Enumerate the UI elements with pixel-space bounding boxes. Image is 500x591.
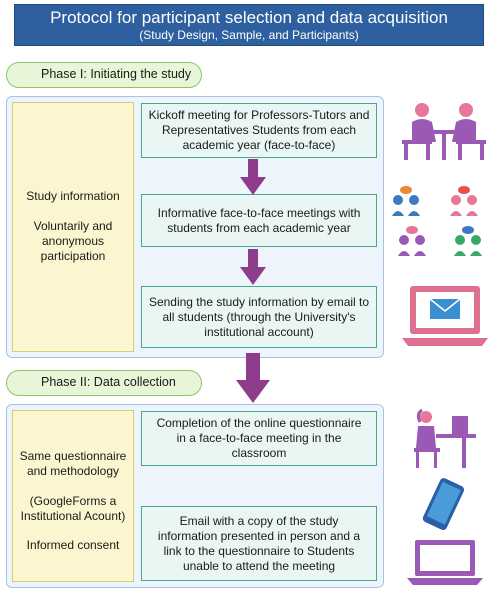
tablet-icon — [422, 478, 465, 531]
phase-2-step-1: Completion of the online questionnaire i… — [141, 411, 377, 466]
group-discussion-icon — [392, 186, 482, 256]
arrow-down-icon — [240, 159, 266, 195]
phase-2-step-2: Email with a copy of the study informati… — [141, 506, 377, 581]
arrow-down-icon — [236, 353, 270, 403]
arrow-down-icon — [240, 249, 266, 285]
meeting-people-icon — [402, 103, 486, 160]
phase-1-info-line-2: Voluntarily and anonymous participation — [33, 219, 113, 263]
phase-1-step-3-text: Sending the study information by email t… — [148, 294, 370, 339]
title-banner: Protocol for participant selection and d… — [14, 4, 484, 46]
page-title: Protocol for participant selection and d… — [50, 8, 448, 27]
phase-2-step-1-text: Completion of the online questionnaire i… — [156, 416, 362, 460]
phase-1-info: Study information Voluntarily and anonym… — [12, 102, 134, 352]
phase-2-step-2-text: Email with a copy of the study informati… — [157, 513, 361, 573]
phase-1-step-2-text: Informative face-to-face meetings with s… — [157, 205, 361, 235]
phase-1-info-line-1: Study information — [26, 189, 120, 203]
phase-2-info-line-2: (GoogleForms a Institutional Acount) — [20, 494, 126, 523]
phase-1-label: Phase I: Initiating the study — [6, 62, 202, 88]
phase-2-info-line-3: Informed consent — [26, 538, 120, 552]
person-at-computer-icon — [414, 408, 476, 468]
phase-2-info: Same questionnaire and methodology (Goog… — [12, 410, 134, 582]
phase-1-step-2: Informative face-to-face meetings with s… — [141, 194, 377, 247]
phase-1-step-1: Kickoff meeting for Professors-Tutors an… — [141, 103, 377, 158]
phase-1-step-3: Sending the study information by email t… — [141, 286, 377, 348]
phase-2-label: Phase II: Data collection — [6, 370, 202, 396]
phase-1-step-1-text: Kickoff meeting for Professors-Tutors an… — [148, 108, 370, 152]
laptop-icon — [407, 540, 483, 585]
laptop-email-icon — [402, 286, 488, 346]
page-subtitle: (Study Design, Sample, and Participants) — [139, 28, 359, 42]
phase-2-info-line-1: Same questionnaire and methodology — [19, 449, 127, 478]
